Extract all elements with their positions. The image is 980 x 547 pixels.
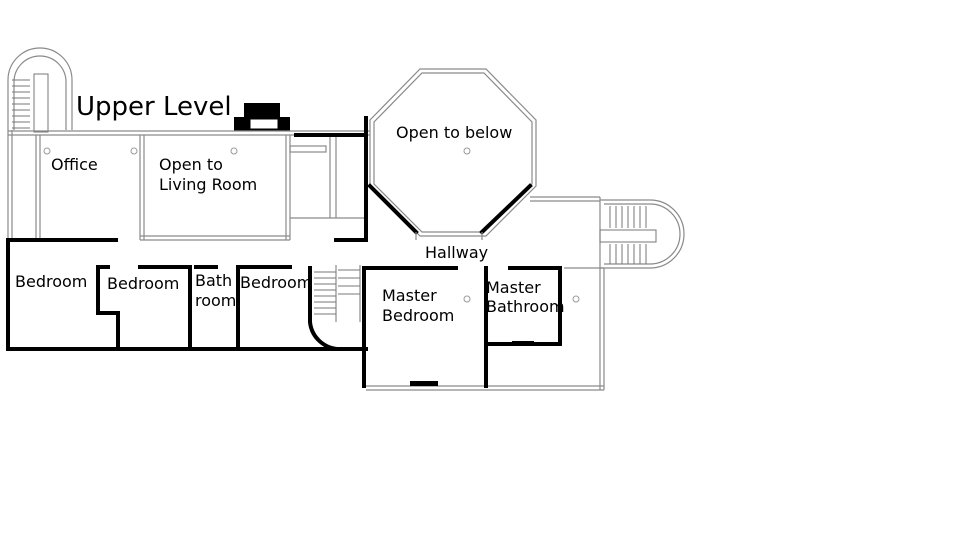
room-label-master-bath-line1: Master: [486, 278, 541, 297]
inner-stair: [308, 265, 361, 352]
room-label-living-line1: Open to: [159, 155, 223, 174]
right-stair-tower: [599, 199, 685, 269]
master-suite-walls: [362, 266, 562, 388]
room-label-bedroom-left: Bedroom: [15, 272, 88, 291]
light-fixtures: [43, 147, 580, 303]
left-stair-tower: [7, 47, 73, 133]
fireplace: [234, 103, 290, 131]
page-title: Upper Level: [76, 92, 232, 122]
room-label-bath-line1: Bath: [195, 271, 233, 290]
room-label-bath-line2: room: [195, 291, 237, 310]
room-label-master-bath-line2: Bathroom: [486, 297, 565, 316]
room-label-living-line2: Living Room: [159, 175, 258, 194]
room-label-office: Office: [51, 155, 98, 174]
bedroom-wing-walls: [6, 116, 368, 351]
room-label-hallway: Hallway: [425, 243, 489, 262]
octagon-open-below: [367, 68, 537, 240]
room-label-open-below: Open to below: [396, 123, 513, 142]
room-label-master-bedroom-line1: Master: [382, 286, 437, 305]
room-label-master-bedroom-line2: Bedroom: [382, 306, 455, 325]
room-label-bedroom-second: Bedroom: [107, 274, 180, 293]
room-label-bedroom-third: Bedroom: [240, 273, 313, 292]
